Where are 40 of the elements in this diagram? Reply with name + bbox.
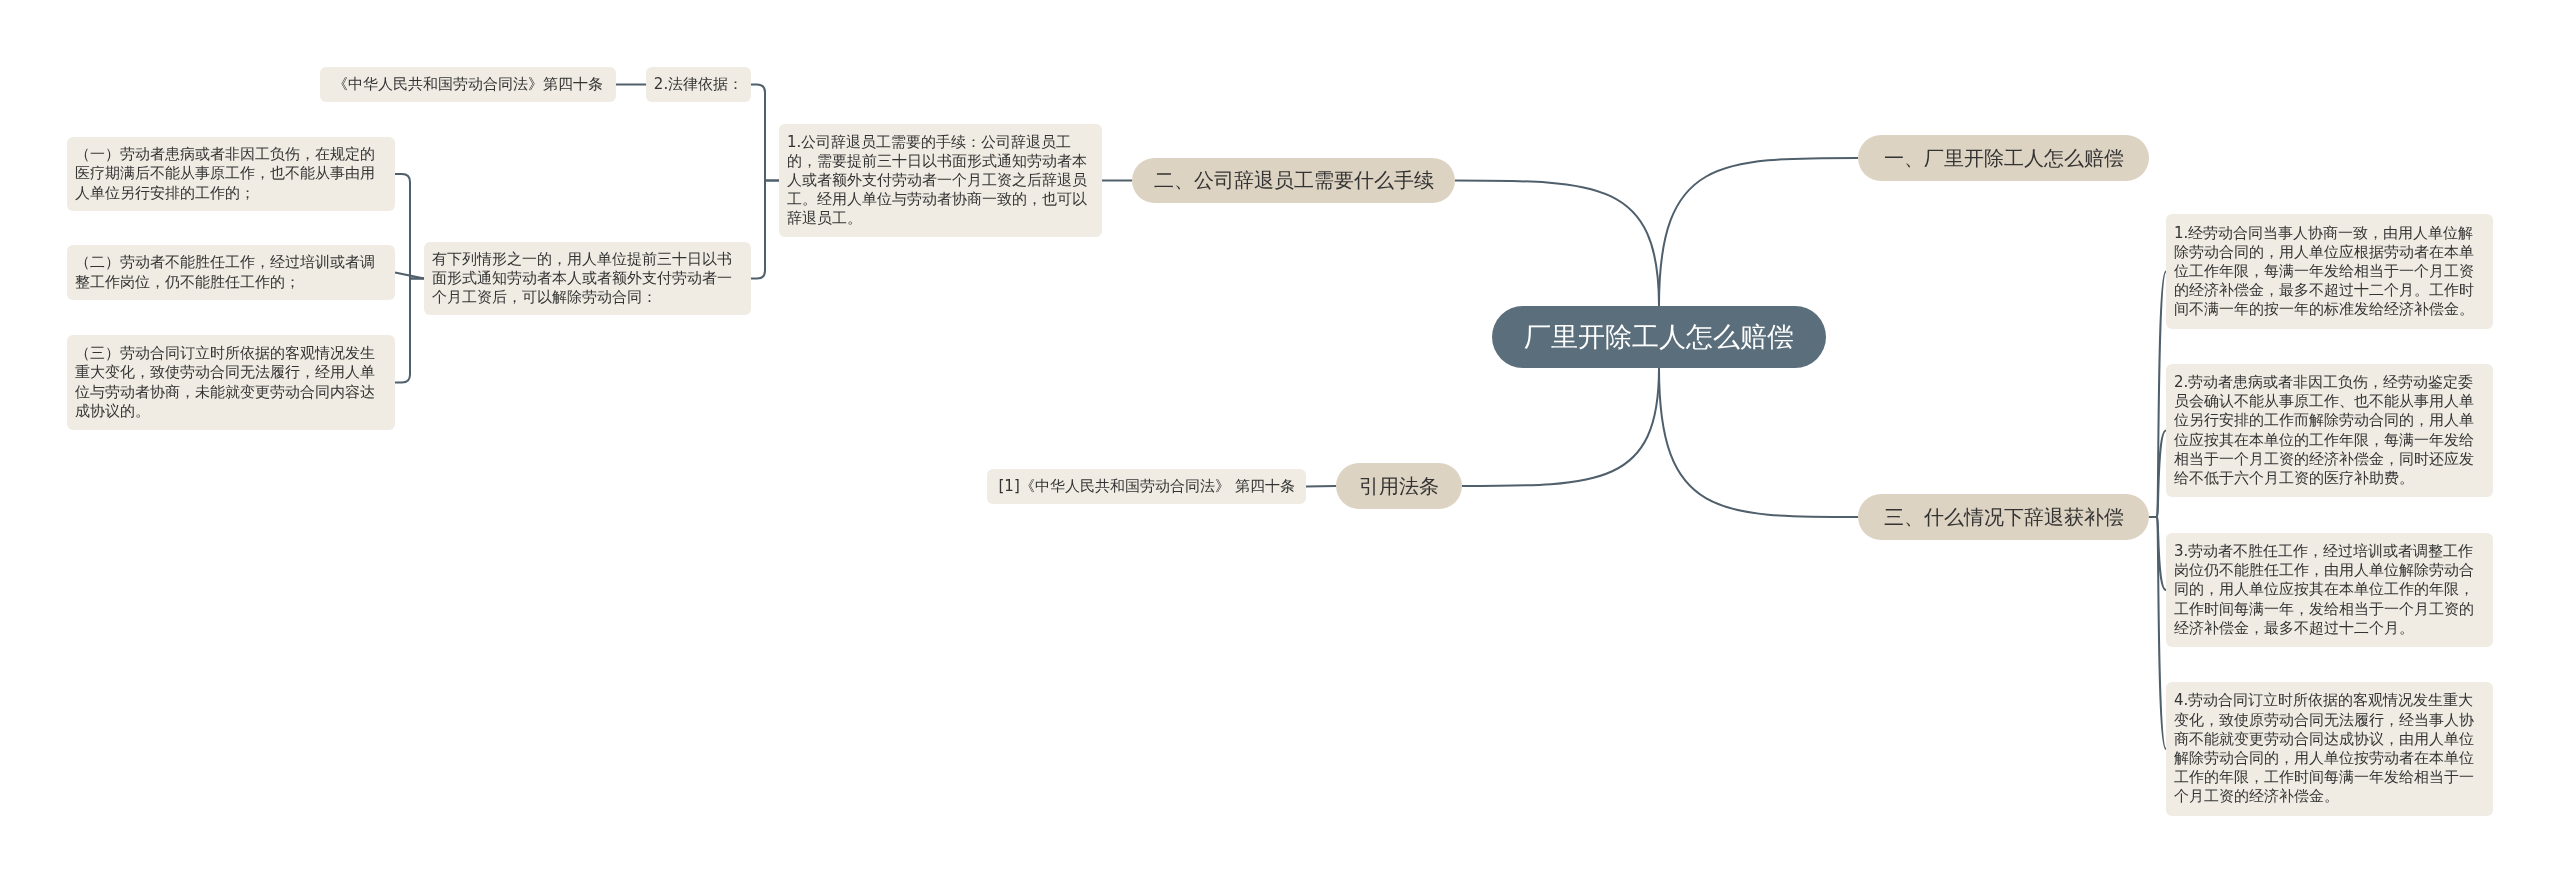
note-text: 4.劳动合同订立时所依据的客观情况发生重大变化，致使原劳动合同无法履行，经当事人协商不能就变更劳动合同达成协议，由用人单位解除劳动合同的，用人单位按劳动者在本单位工作的年限，工作时间每满一年发给相当于一个月工资的经济补偿金。 [2174, 691, 2475, 807]
note-text: 《中华人民共和国劳动合同法》第四十条 [333, 74, 603, 95]
note-text: 3.劳动者不胜任工作，经过培训或者调整工作岗位仍不能胜任工作，由用人单位解除劳动合同的，用人单位应按其在本单位工作的年限，工作时间每满一年，发给相当于一个月工资的经济补偿金，最多不超过十二个月。 [2174, 542, 2475, 638]
topic-text: 三、什么情况下辞退获补偿 [1883, 503, 2124, 531]
connector-line [394, 271, 425, 280]
topic-pill [1132, 158, 1455, 203]
topic-text: 引用法条 [1359, 472, 1439, 500]
note-box [2166, 364, 2493, 497]
note-box [67, 335, 395, 430]
note-text: 2.劳动者患病或者非因工负伤，经劳动鉴定委员会确认不能从事原工作、也不能从事用人单位另行安排的工作而解除劳动合同的，用人单位应按其在本单位的工作年限，每满一年发给相当于一个月工资的经济补偿金，同时还应发给不低于六个月工资的医疗补助费。 [2174, 372, 2475, 489]
note-text: [1]《中华人民共和国劳动合同法》 第四十条 [998, 476, 1295, 497]
connector-line [615, 83, 647, 86]
note-text: （一）劳动者患病或者非因工负伤，在规定的医疗期满后不能从事原工作，也不能从事由用人单位另行安排的工作的； [75, 145, 376, 203]
note-box [424, 242, 751, 315]
note-box [67, 137, 395, 211]
connector-line [2148, 516, 2167, 750]
note-box [67, 245, 395, 300]
note-text: 2.法律依据： [653, 74, 744, 95]
connector-line [1101, 179, 1133, 182]
topic-text: 二、公司辞退员工需要什么手续 [1153, 167, 1434, 194]
note-text: （三）劳动合同订立时所依据的客观情况发生重大变化，致使劳动合同无法履行，经用人单位与劳动者协商，未能就变更劳动合同内容达成协议的。 [75, 344, 376, 421]
topic-pill [1858, 494, 2149, 540]
connector-line [1454, 179, 1660, 307]
note-text: （二）劳动者不能胜任工作，经过培训或者调整工作岗位，仍不能胜任工作的； [75, 253, 376, 292]
note-box [779, 124, 1102, 237]
topic-pill [1336, 463, 1462, 509]
note-box [2166, 682, 2493, 816]
note-box [320, 67, 616, 102]
note-box [2166, 533, 2493, 647]
topic-text: 一、厂里开除工人怎么赔偿 [1883, 144, 2124, 172]
note-box [646, 67, 751, 102]
note-text: 1.公司辞退员工需要的手续：公司辞退员工的，需要提前三十日以书面形式通知劳动者本人或者额外支付劳动者一个月工资之后辞退员工。经用人单位与劳动者协商一致的，也可以辞退员工。 [787, 132, 1088, 229]
note-box [987, 469, 1306, 504]
note-text: 有下列情形之一的，用人单位提前三十日以书面形式通知劳动者本人或者额外支付劳动者一个月工资后，可以解除劳动合同： [432, 249, 733, 308]
topic-pill [1858, 135, 2149, 181]
note-text: 1.经劳动合同当事人协商一致，由用人单位解除劳动合同的，用人单位应根据劳动者在本单位工作年限，每满一年发给相当于一个月工资的经济补偿金，最多不超过十二个月。工作时间不满一年的按一年的标准发给经济补偿金。 [2174, 223, 2475, 320]
connector-line [1305, 485, 1337, 488]
connector-line [1461, 367, 1660, 487]
topic-text: 厂里开除工人怎么赔偿 [1524, 320, 1794, 354]
note-box [2166, 214, 2493, 329]
